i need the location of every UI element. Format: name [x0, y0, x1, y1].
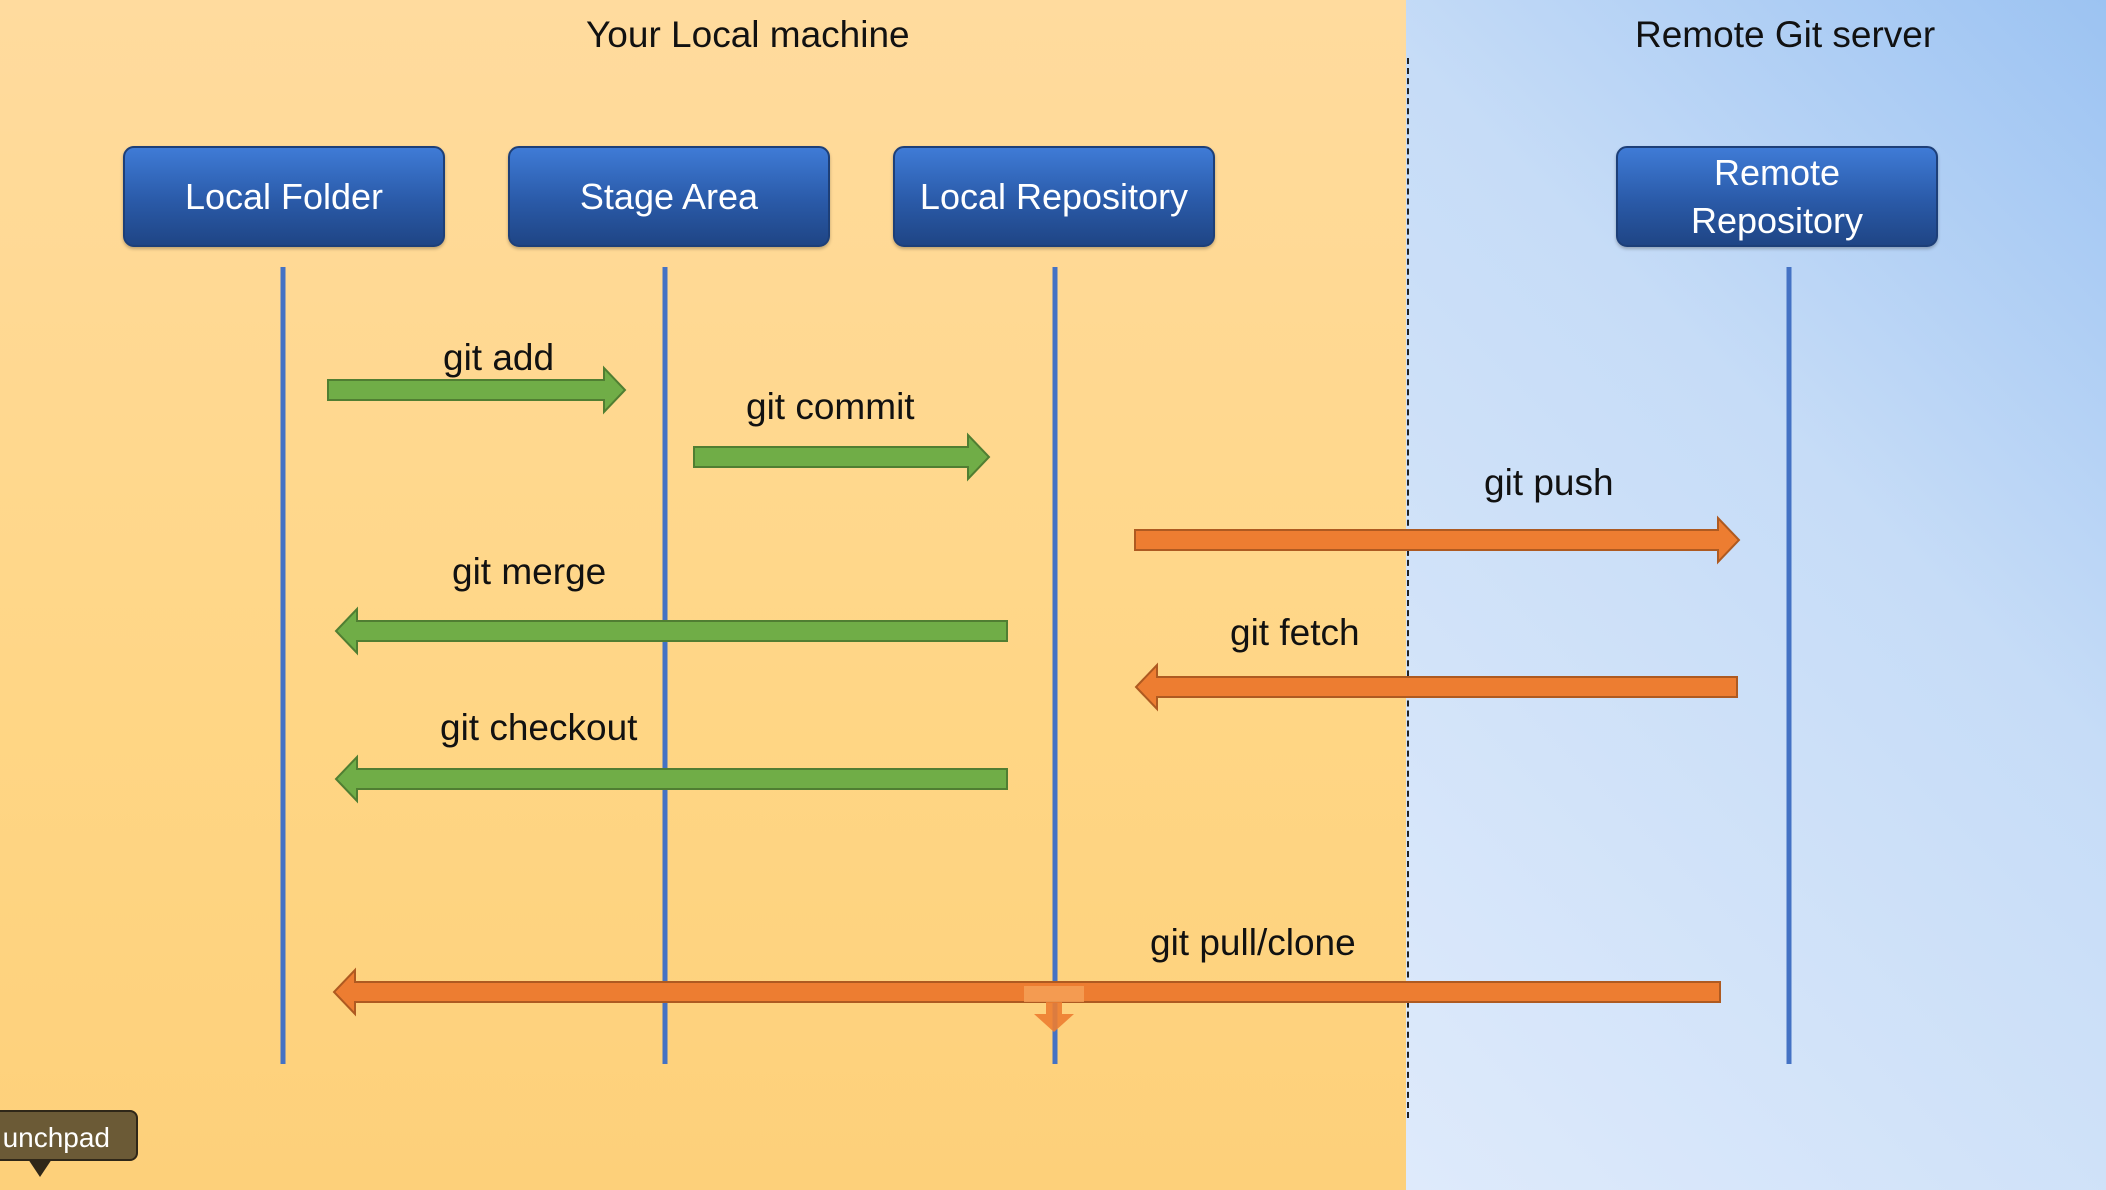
arrow-git-fetch	[1134, 662, 1738, 712]
remote-server-title: Remote Git server	[1635, 14, 1936, 55]
label-git-fetch: git fetch	[1230, 612, 1360, 653]
label-git-merge: git merge	[452, 551, 607, 592]
label-git-push: git push	[1484, 462, 1614, 503]
drag-handle-marker	[1024, 986, 1084, 1002]
launchpad-tooltip: unchpad	[0, 1110, 138, 1161]
label-git-commit: git commit	[746, 386, 915, 427]
arrow-git-add	[327, 365, 627, 415]
tooltip-tail	[28, 1159, 52, 1177]
arrow-git-commit	[693, 432, 991, 482]
label-git-add: git add	[443, 337, 555, 378]
arrow-git-merge	[334, 606, 1008, 656]
down-arrow-icon	[1034, 1002, 1074, 1032]
local-machine-title: Your Local machine	[586, 14, 910, 55]
region-divider	[1407, 58, 1409, 1118]
arrow-git-push	[1134, 515, 1741, 565]
node-remote-repository: Remote Repository	[1616, 146, 1938, 247]
node-local-folder: Local Folder	[123, 146, 445, 247]
arrow-git-checkout	[334, 754, 1008, 804]
label-git-pull-clone: git pull/clone	[1150, 922, 1356, 963]
node-stage-area: Stage Area	[508, 146, 830, 247]
label-git-checkout: git checkout	[440, 707, 638, 748]
node-local-repository: Local Repository	[893, 146, 1215, 247]
